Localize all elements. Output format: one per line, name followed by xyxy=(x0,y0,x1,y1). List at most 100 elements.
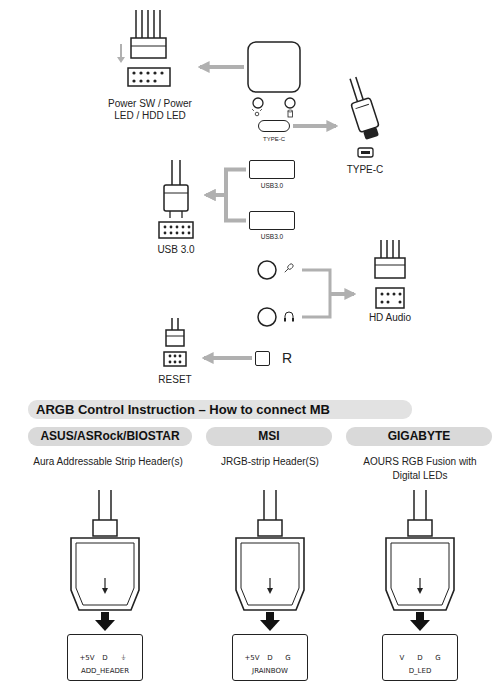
power-arrow xyxy=(200,65,244,69)
title-band xyxy=(28,400,412,419)
front-panel-connector-drawing xyxy=(128,68,170,86)
hdd-led-icon xyxy=(285,98,295,108)
type-c-cable-drawing xyxy=(343,75,381,157)
node-text: TYPE-C xyxy=(263,136,285,143)
reset-connector-drawing xyxy=(166,336,184,337)
argb-plugs xyxy=(71,490,454,631)
usb3-connector-drawing xyxy=(164,185,188,211)
front-panel-connector-drawing xyxy=(131,38,166,58)
usb3-connector-drawing xyxy=(188,232,191,235)
connector-arrow xyxy=(206,195,246,221)
hd-audio-connector: HD Audio xyxy=(358,236,422,324)
power-led-icon xyxy=(253,98,263,108)
node-text: D_LED xyxy=(409,667,432,675)
type-c-port-outline xyxy=(258,120,290,132)
type-c-cable-drawing xyxy=(361,151,370,154)
hd-audio-connector-drawing xyxy=(399,301,402,304)
hd-audio-connector-drawing xyxy=(376,288,404,308)
usb-port: USB3.0 xyxy=(246,160,298,189)
pin-label-row: +5VDG xyxy=(237,654,303,662)
audio-jacks xyxy=(258,261,276,279)
front-panel-connector-drawing xyxy=(131,46,166,47)
audio-bracket-arrow xyxy=(330,292,354,296)
rgb-header: +5VDG JRAINBOW xyxy=(232,634,308,681)
node-text: USB3.0 xyxy=(261,182,283,189)
front-panel-connector-drawing xyxy=(120,44,122,58)
node-text: +5V xyxy=(78,654,96,662)
hd-audio-connector-drawing xyxy=(375,240,405,308)
type-c-cable-drawing xyxy=(358,148,373,157)
header-description: AOURS RGB Fusion with Digital LEDs xyxy=(358,455,483,483)
power-led-icon xyxy=(252,109,254,111)
hd-audio-connector-drawing xyxy=(387,301,390,304)
type-c-cable-drawing xyxy=(350,79,357,102)
usb3-connector-drawing xyxy=(159,222,193,238)
power-button xyxy=(248,42,300,92)
rgb-header: VDG D_LED xyxy=(382,634,458,681)
node-text: D xyxy=(261,654,279,662)
usb3-connector-drawing xyxy=(179,160,181,185)
argb-plugs xyxy=(71,490,139,631)
title-band xyxy=(28,400,412,419)
reset-button: R xyxy=(255,350,305,366)
type-c-cable: TYPE-C xyxy=(340,72,390,176)
power-button xyxy=(248,42,300,92)
front-panel-connector-drawing xyxy=(147,10,149,38)
power-arrow xyxy=(200,67,244,68)
node-text: GIGABYTE xyxy=(388,429,451,444)
usb3-connector-drawing xyxy=(176,226,179,229)
reset-connector-drawing xyxy=(164,352,186,366)
usb-port-outline xyxy=(249,211,295,230)
usb3-connector-drawing xyxy=(169,211,170,218)
node-text: RESET xyxy=(158,374,191,386)
type-c-cable-drawing xyxy=(351,98,379,133)
power-led-icon xyxy=(252,98,263,116)
front-panel-connector-drawing xyxy=(117,10,170,86)
connector-arrow xyxy=(293,124,336,128)
audio-jacks xyxy=(284,318,286,322)
front-panel-connector-drawing xyxy=(141,10,143,38)
hdd-led-icon xyxy=(288,111,293,117)
node-text: ⏚ xyxy=(114,654,132,662)
argb-plugs xyxy=(386,490,454,631)
audio-jacks xyxy=(285,269,289,273)
power-led-icon xyxy=(260,109,262,111)
reset-connector-drawing xyxy=(179,361,182,364)
audio-jacks xyxy=(258,261,294,326)
node-text: ADD_HEADER xyxy=(81,667,129,675)
audio-jacks xyxy=(258,308,276,326)
node-text: HD Audio xyxy=(369,312,411,324)
node-text: D xyxy=(411,654,429,662)
hdd-led-icon xyxy=(288,110,293,112)
type-c-cable-drawing xyxy=(363,127,379,140)
pin-label-row: VDG xyxy=(387,654,453,662)
usb3-connector-drawing xyxy=(188,226,191,229)
diagram-title: ARGB Control Instruction – How to connec… xyxy=(36,401,330,418)
header-description: JRGB-strip Header(S) xyxy=(195,455,345,469)
reset-connector-drawing xyxy=(174,355,177,358)
hd-audio-connector-drawing xyxy=(393,293,396,296)
node-text: TYPE-C xyxy=(347,164,384,176)
node-text: USB3.0 xyxy=(261,233,283,240)
connector-arrow xyxy=(204,356,252,360)
reset-connector-drawing xyxy=(177,318,179,330)
audio-bracket-arrow xyxy=(302,270,354,317)
usb3-connector-drawing xyxy=(164,232,167,235)
front-panel-connector-drawing xyxy=(135,10,137,38)
node-text: JRAINBOW xyxy=(252,667,288,675)
hd-audio-connector-drawing xyxy=(375,258,405,278)
usb3-connector-drawing xyxy=(182,232,185,235)
usb3-connector-drawing xyxy=(164,226,167,229)
hd-audio-connector-drawing xyxy=(399,293,402,296)
usb3-connector-drawing xyxy=(182,226,185,229)
header-description: Aura Addressable Strip Header(s) xyxy=(21,455,196,469)
node-text: D xyxy=(96,654,114,662)
node-text: ASUS/ASRock/BIOSTAR xyxy=(40,429,179,444)
type-c-cable-drawing xyxy=(356,104,369,108)
pin-label-row: +5VD⏚ xyxy=(72,654,138,662)
node-text: Power SW / Power LED / HDD LED xyxy=(108,98,192,121)
front-panel-connector-drawing xyxy=(153,79,156,82)
usb-port: USB3.0 xyxy=(246,211,298,240)
hd-audio-connector-drawing xyxy=(375,265,405,266)
